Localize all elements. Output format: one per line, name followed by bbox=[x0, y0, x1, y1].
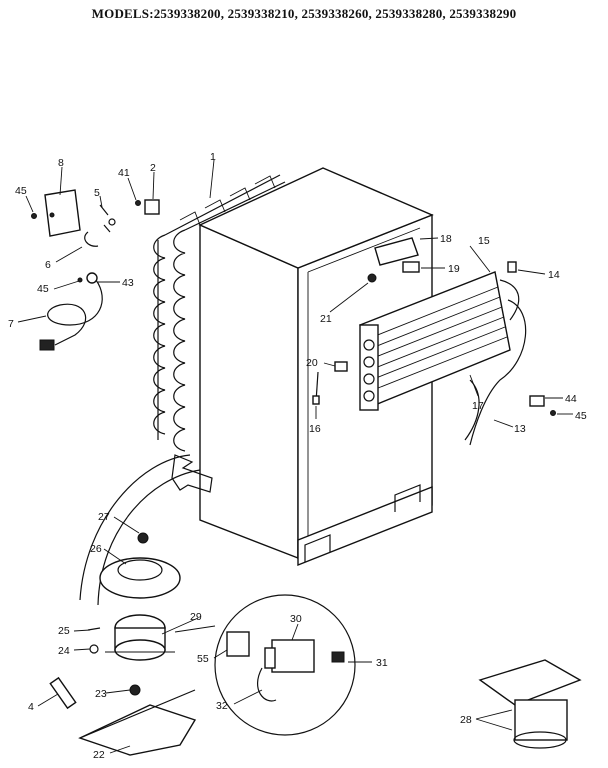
callout-labels: 8 45 5 41 2 1 6 45 43 7 18 15 19 14 21 2… bbox=[8, 151, 587, 761]
callout-25: 25 bbox=[58, 625, 70, 637]
callout-28: 28 bbox=[460, 714, 472, 726]
callout-30: 30 bbox=[290, 613, 302, 625]
callout-31: 31 bbox=[376, 657, 388, 669]
callout-6: 6 bbox=[45, 259, 51, 271]
small-parts bbox=[31, 189, 556, 416]
callout-27: 27 bbox=[98, 511, 110, 523]
callout-45-mid: 45 bbox=[37, 283, 49, 295]
callout-4: 4 bbox=[28, 701, 34, 713]
callout-43: 43 bbox=[122, 277, 134, 289]
callout-15: 15 bbox=[478, 235, 490, 247]
callout-18: 18 bbox=[440, 233, 452, 245]
callout-16: 16 bbox=[309, 423, 321, 435]
callout-21: 21 bbox=[320, 313, 332, 325]
callout-7: 7 bbox=[8, 318, 14, 330]
callout-14: 14 bbox=[548, 269, 560, 281]
evaporator bbox=[359, 271, 527, 446]
alternate-base bbox=[478, 659, 582, 749]
diagram-title: MODELS:2539338200, 2539338210, 253933826… bbox=[91, 6, 517, 21]
callout-23: 23 bbox=[95, 688, 107, 700]
callout-44: 44 bbox=[565, 393, 577, 405]
callout-32: 32 bbox=[216, 700, 228, 712]
leader-lines bbox=[17, 159, 573, 754]
drain-pan-assembly bbox=[79, 454, 213, 606]
callout-19: 19 bbox=[448, 263, 460, 275]
callout-20: 20 bbox=[306, 357, 318, 369]
callout-24: 24 bbox=[58, 645, 70, 657]
callout-41: 41 bbox=[118, 167, 130, 179]
callout-2: 2 bbox=[150, 162, 156, 174]
callout-1: 1 bbox=[210, 151, 216, 163]
callout-22: 22 bbox=[93, 749, 105, 761]
callout-45-top: 45 bbox=[15, 185, 27, 197]
callout-29: 29 bbox=[190, 611, 202, 623]
callout-5: 5 bbox=[94, 187, 100, 199]
callout-55: 55 bbox=[197, 653, 209, 665]
callout-8: 8 bbox=[58, 157, 64, 169]
compressor-assembly bbox=[49, 614, 197, 756]
callout-13: 13 bbox=[514, 423, 526, 435]
callout-26: 26 bbox=[90, 543, 102, 555]
condenser-coil bbox=[153, 174, 286, 452]
callout-45-right: 45 bbox=[575, 410, 587, 422]
electrical-detail bbox=[174, 594, 356, 736]
callout-17: 17 bbox=[472, 400, 484, 412]
